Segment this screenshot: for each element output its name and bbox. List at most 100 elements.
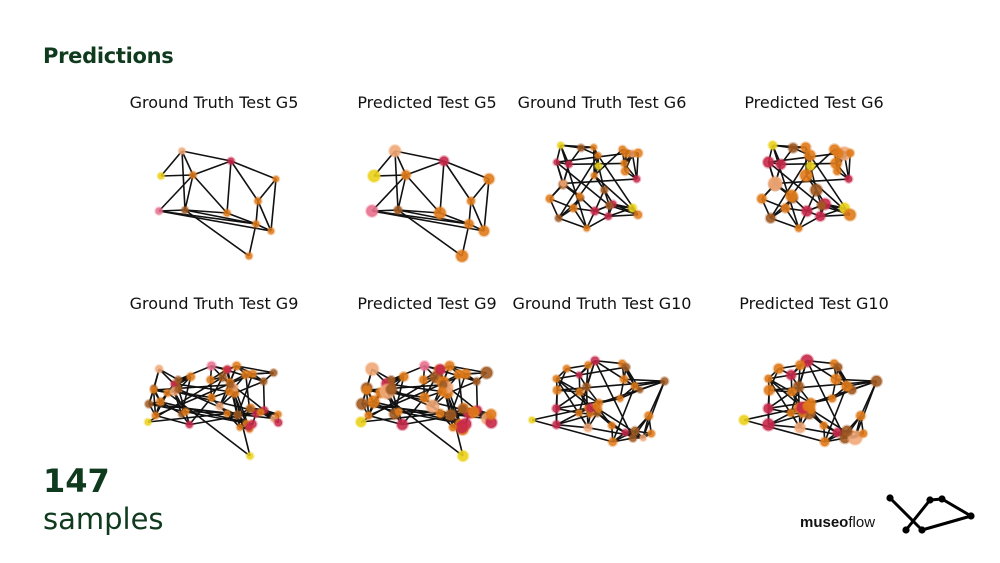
graph-node xyxy=(568,203,579,214)
graph-edge xyxy=(181,150,186,211)
graph-edge xyxy=(394,150,445,162)
graph-edge xyxy=(770,217,799,230)
graph-edge xyxy=(173,382,230,393)
panel-title: Predicted Test G5 xyxy=(357,93,497,112)
graph-node xyxy=(245,451,255,461)
graph-node xyxy=(553,213,564,223)
graph-edge xyxy=(769,155,811,219)
graph-node xyxy=(205,374,216,385)
graph-node xyxy=(774,158,787,171)
graph-edge xyxy=(557,155,599,219)
graph-node xyxy=(737,413,751,427)
graph-node xyxy=(574,386,585,397)
graph-node xyxy=(793,421,807,435)
graph-node xyxy=(222,364,233,375)
graph-node xyxy=(354,415,368,429)
graph-edge xyxy=(255,200,259,225)
graph-node xyxy=(268,368,279,378)
graph-node xyxy=(222,408,232,419)
graph-plot xyxy=(755,139,857,234)
graph-edge xyxy=(360,376,437,423)
graph-edge xyxy=(244,374,251,410)
graph-node xyxy=(395,418,409,432)
graph-node xyxy=(800,204,814,218)
graph-node xyxy=(456,403,469,415)
panel-title: Ground Truth Test G10 xyxy=(512,294,692,313)
graph-node xyxy=(465,195,477,207)
graph-edge xyxy=(257,200,272,232)
graph-node xyxy=(185,371,197,382)
graph-node xyxy=(251,219,261,229)
graph-node xyxy=(846,429,864,446)
graph-plot xyxy=(544,140,644,233)
graph-edge xyxy=(771,145,800,229)
graph-node xyxy=(635,385,645,395)
graph-edge xyxy=(158,174,194,212)
graph-node xyxy=(173,375,183,385)
graph-edge xyxy=(556,397,621,410)
graph-node xyxy=(581,381,592,392)
graph-node xyxy=(762,402,775,415)
graph-node xyxy=(798,168,814,183)
graph-edge xyxy=(559,145,588,229)
graph-node xyxy=(589,142,599,152)
graph-edge xyxy=(612,430,636,443)
graph-edge xyxy=(854,380,878,438)
graph-edge xyxy=(531,419,613,443)
graph-node xyxy=(253,196,263,206)
graph-node xyxy=(591,401,601,411)
graph-node xyxy=(643,410,655,422)
graph-node xyxy=(169,379,179,389)
graph-edge xyxy=(380,392,464,457)
brand-name: museoflow xyxy=(800,514,875,531)
graph-node xyxy=(599,185,610,195)
graph-edge xyxy=(806,360,846,439)
graph-node xyxy=(400,169,412,181)
graph-node xyxy=(615,394,625,403)
graph-node xyxy=(235,423,245,432)
graph-node xyxy=(149,385,159,395)
graph-node xyxy=(755,192,768,205)
graph-edge xyxy=(226,160,232,214)
graph-edge xyxy=(236,365,274,374)
graph-node xyxy=(827,393,838,404)
graph-edge xyxy=(791,366,839,376)
graph-node xyxy=(785,369,798,381)
graph-node xyxy=(366,394,381,409)
graph-node xyxy=(155,396,166,408)
graph-edge xyxy=(556,152,627,164)
panel-title: Predicted Test G6 xyxy=(744,93,884,112)
graph-node xyxy=(589,355,601,367)
graph-edge xyxy=(226,212,257,225)
graph-node xyxy=(582,223,592,233)
graph-edge xyxy=(257,178,277,202)
graph-node xyxy=(621,362,632,373)
graph-edge xyxy=(189,411,261,426)
graph-edge xyxy=(180,376,192,415)
graph-node xyxy=(477,224,491,238)
graph-node xyxy=(620,427,630,438)
graph-node xyxy=(629,381,640,391)
graph-node xyxy=(794,359,807,371)
graph-edge xyxy=(233,393,251,457)
graph-plot xyxy=(737,353,884,448)
graph-edge xyxy=(181,150,194,176)
graph-panel-predicted-g6: Predicted Test G6 xyxy=(714,93,914,283)
graph-edge xyxy=(558,217,587,230)
graph-node xyxy=(603,211,614,222)
graph-node xyxy=(484,408,498,421)
sample-count: 147 xyxy=(43,462,110,500)
graph-node xyxy=(632,209,644,221)
graph-node xyxy=(459,367,472,380)
graph-node xyxy=(527,415,537,425)
graph-node xyxy=(392,204,404,216)
graph-node xyxy=(247,368,258,379)
graph-edge xyxy=(147,376,224,423)
graph-node xyxy=(364,361,380,377)
graph-node xyxy=(206,360,217,372)
graph-panel-ground-truth-g6: Ground Truth Test G6 xyxy=(502,93,702,283)
graph-node xyxy=(869,374,884,388)
graph-edge xyxy=(371,210,485,232)
graph-edge xyxy=(185,410,257,415)
graph-edge xyxy=(371,174,407,212)
